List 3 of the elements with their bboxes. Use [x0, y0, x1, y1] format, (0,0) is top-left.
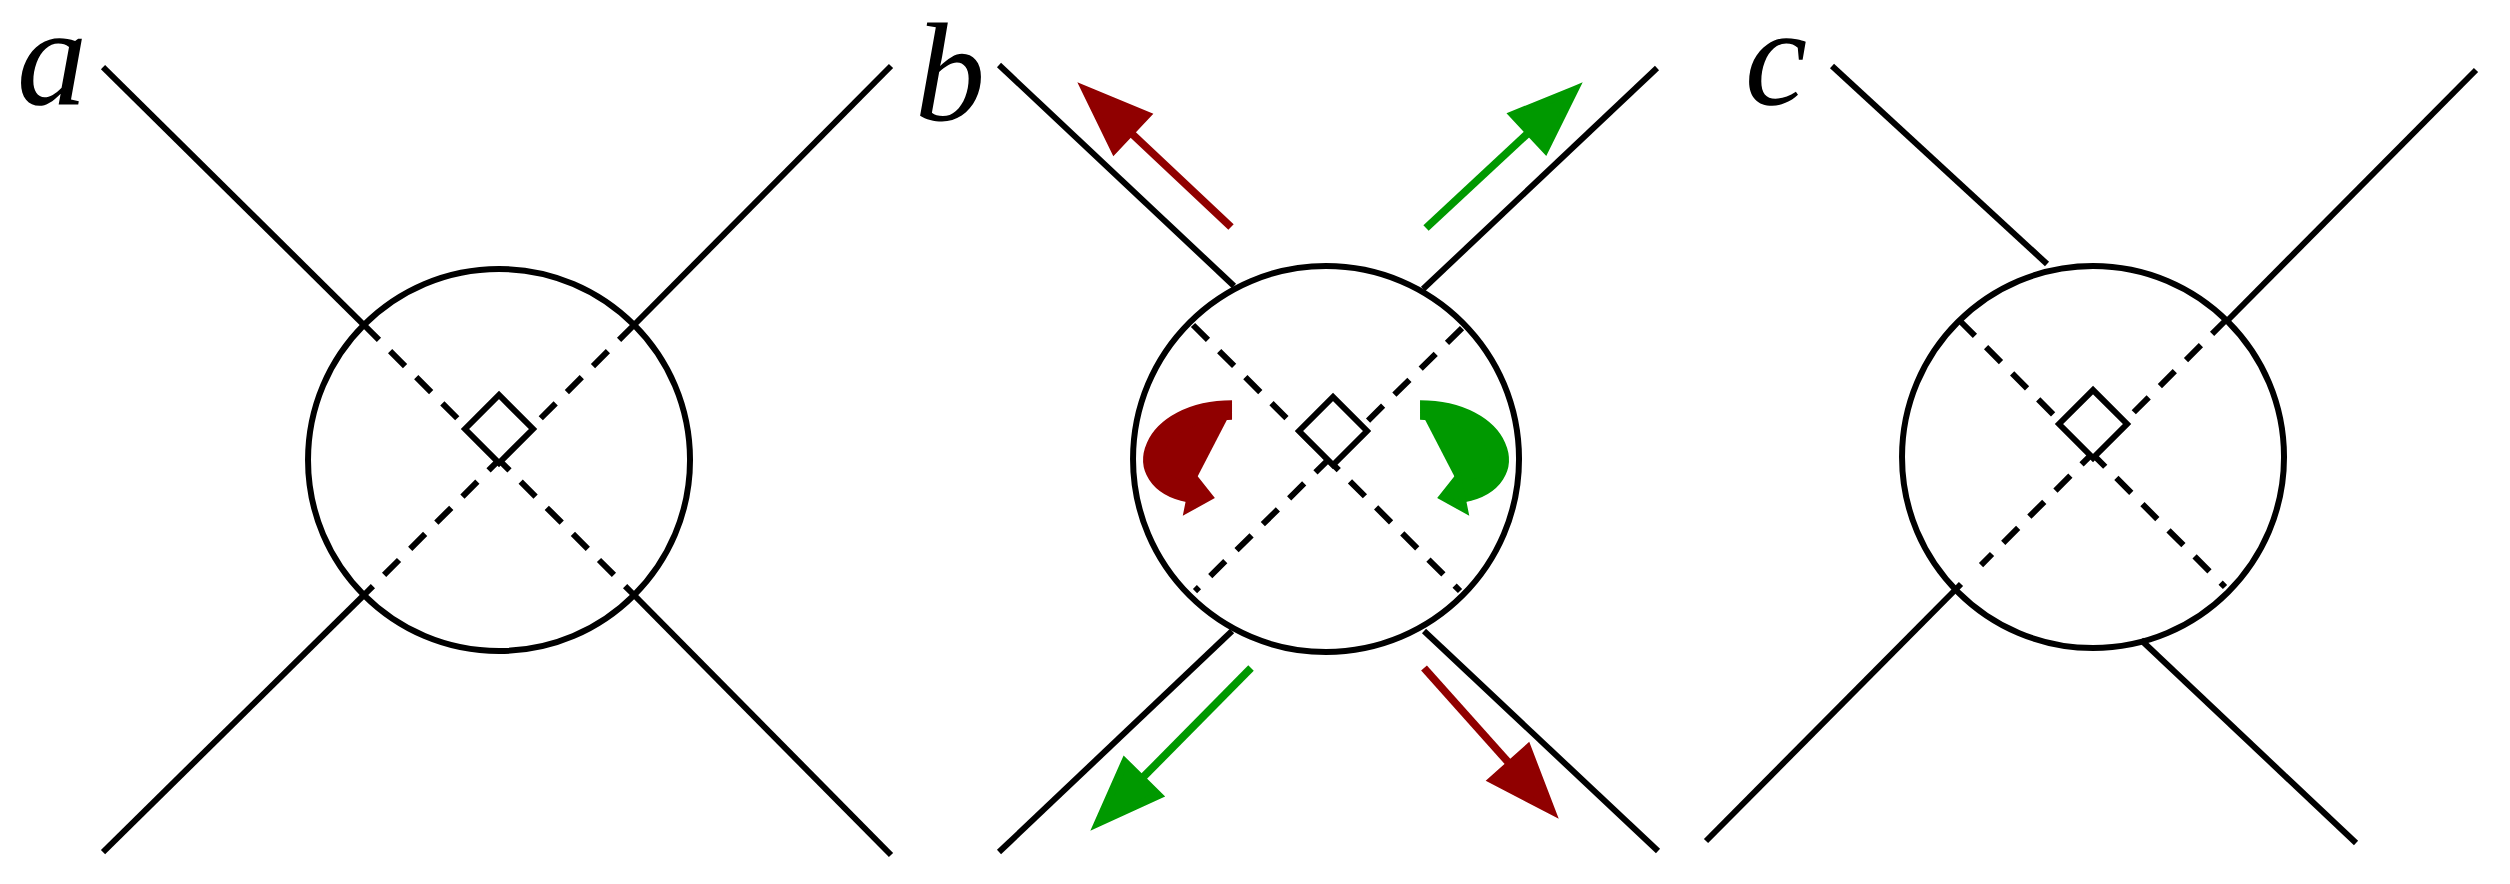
- panel-label: b: [920, 22, 981, 122]
- panel-label: c: [1749, 38, 1806, 106]
- panel-label: a: [21, 38, 82, 106]
